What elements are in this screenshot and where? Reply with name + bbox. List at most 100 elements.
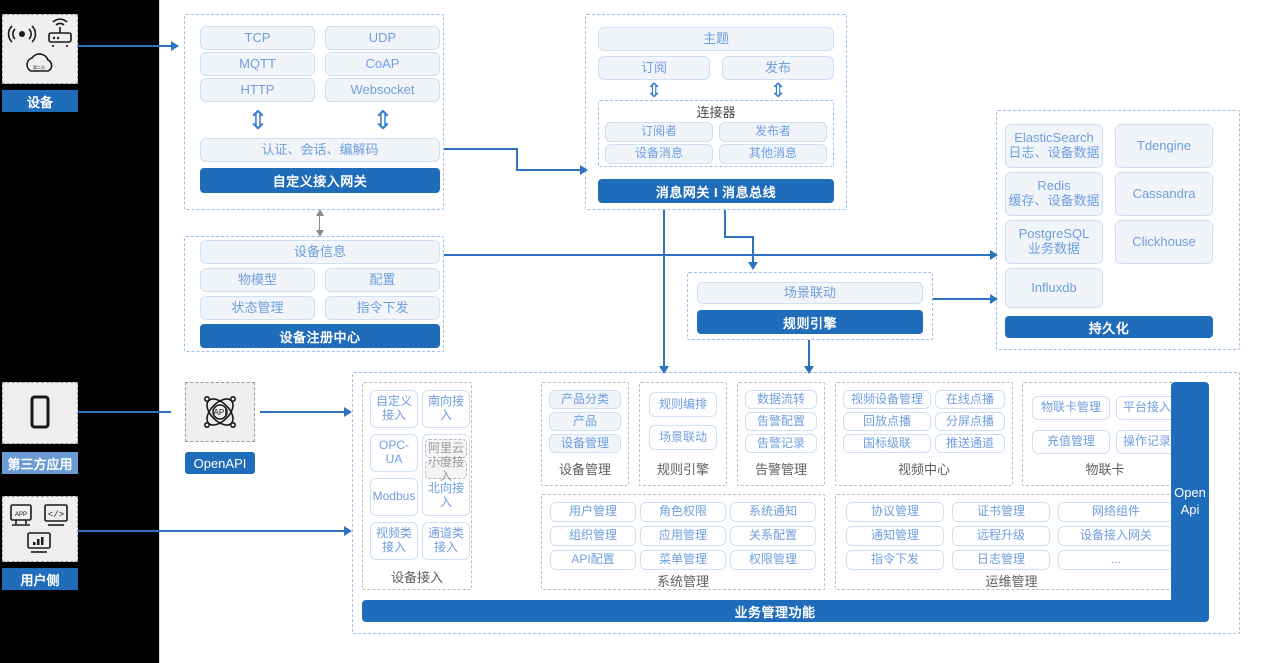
protocol-websocket[interactable]: Websocket — [325, 78, 440, 102]
item-menu-management[interactable]: 菜单管理 — [640, 550, 726, 570]
device-access-group — [362, 382, 472, 590]
scene-linkage-box[interactable]: 场景联动 — [697, 282, 923, 304]
store-influxdb[interactable]: Influxdb — [1005, 268, 1103, 308]
store-clickhouse[interactable]: Clickhouse — [1115, 220, 1213, 264]
connector-publisher[interactable]: 发布者 — [719, 122, 827, 142]
business-group — [352, 372, 1240, 634]
api-network-icon: API — [204, 396, 236, 428]
store-elasticsearch[interactable]: ElasticSearch 日志、设备数据 — [1005, 124, 1103, 168]
group-alarm-management — [737, 382, 825, 486]
access-modbus[interactable]: Modbus — [370, 478, 418, 516]
item-scene-linkage[interactable]: 场景联动 — [649, 425, 717, 450]
access-southbound[interactable]: 南向接入 — [422, 390, 470, 428]
item-system-notice[interactable]: 系统通知 — [730, 502, 816, 522]
publish-box[interactable]: 发布 — [722, 56, 834, 80]
connector-other-message[interactable]: 其他消息 — [719, 144, 827, 164]
device-info-box[interactable]: 设备信息 — [200, 240, 440, 264]
bus-to-rule-line-b — [724, 236, 754, 238]
access-aliyun[interactable]: 阿里云 — [425, 439, 467, 458]
caption-video-center: 视频中心 — [897, 461, 950, 477]
bus-arrow-sub-icon: ⇕ — [645, 80, 663, 102]
openapi-icon-panel: API — [185, 382, 255, 442]
config-box[interactable]: 配置 — [325, 268, 440, 292]
connector-device-message[interactable]: 设备消息 — [605, 144, 713, 164]
gateway-title-bar[interactable]: 自定义接入网关 — [200, 168, 440, 193]
item-protocol-management[interactable]: 协议管理 — [846, 502, 944, 522]
store-postgresql[interactable]: PostgreSQL 业务数据 — [1005, 220, 1103, 264]
subscribe-box[interactable]: 订阅 — [598, 56, 710, 80]
item-org-management[interactable]: 组织管理 — [550, 526, 636, 546]
item-gb-cascade[interactable]: 国标级联 — [843, 434, 931, 453]
item-device-access-gateway[interactable]: 设备接入网关 — [1058, 526, 1174, 546]
protocol-coap[interactable]: CoAP — [325, 52, 440, 76]
persistence-title-bar[interactable]: 持久化 — [1005, 316, 1213, 338]
business-title-bar[interactable]: 业务管理功能 — [362, 600, 1188, 622]
item-video-device-management[interactable]: 视频设备管理 — [843, 390, 931, 409]
item-recharge-management[interactable]: 充值管理 — [1032, 430, 1110, 454]
store-tdengine[interactable]: Tdengine — [1115, 124, 1213, 168]
caption-ops-management: 运维管理 — [985, 573, 1038, 589]
rule-engine-title-bar[interactable]: 规则引擎 — [697, 310, 923, 334]
item-platform-access[interactable]: 平台接入 — [1116, 396, 1178, 420]
item-role-permission[interactable]: 角色权限 — [640, 502, 726, 522]
item-permission-management[interactable]: 权限管理 — [730, 550, 816, 570]
item-split-screen[interactable]: 分屏点播 — [935, 412, 1005, 431]
thirdparty-to-access-line — [69, 411, 171, 413]
connector-subscriber[interactable]: 订阅者 — [605, 122, 713, 142]
item-remote-upgrade[interactable]: 远程升级 — [952, 526, 1050, 546]
store-cassandra[interactable]: Cassandra — [1115, 172, 1213, 216]
openapi-label: OpenAPI — [185, 452, 255, 474]
persistence-group — [996, 110, 1240, 350]
command-dispatch-box[interactable]: 指令下发 — [325, 296, 440, 320]
device-registry-group — [184, 236, 444, 352]
item-rule-orchestration[interactable]: 规则编排 — [649, 392, 717, 417]
protocol-http[interactable]: HTTP — [200, 78, 315, 102]
store-desc: 日志、设备数据 — [1008, 145, 1100, 160]
access-video[interactable]: 视频类接入 — [370, 522, 418, 560]
thirdparty-icon-panel — [2, 382, 78, 444]
item-network-component[interactable]: 网络组件 — [1058, 502, 1174, 522]
access-xiaodu[interactable]: 小度接入 — [425, 455, 467, 482]
item-data-flow[interactable]: 数据流转 — [745, 390, 817, 409]
gateway-to-bus-line-b — [516, 148, 518, 170]
message-bus-title-bar[interactable]: 消息网关 I 消息总线 — [598, 179, 834, 203]
group-rule-engine — [639, 382, 727, 486]
gateway-middle-layer[interactable]: 认证、会话、编解码 — [200, 138, 440, 162]
item-alarm-record[interactable]: 告警记录 — [745, 434, 817, 453]
item-alarm-config[interactable]: 告警配置 — [745, 412, 817, 431]
access-custom[interactable]: 自定义接入 — [370, 390, 418, 428]
protocol-mqtt[interactable]: MQTT — [200, 52, 315, 76]
item-product[interactable]: 产品 — [549, 412, 621, 431]
store-redis[interactable]: Redis 缓存、设备数据 — [1005, 172, 1103, 216]
access-opcua[interactable]: OPC-UA — [370, 434, 418, 472]
caption-alarm-management: 告警管理 — [754, 461, 807, 477]
item-log-management[interactable]: 日志管理 — [952, 550, 1050, 570]
item-product-category[interactable]: 产品分类 — [549, 390, 621, 409]
item-iot-card-management[interactable]: 物联卡管理 — [1032, 396, 1110, 420]
state-management-box[interactable]: 状态管理 — [200, 296, 315, 320]
device-registry-title-bar[interactable]: 设备注册中心 — [200, 324, 440, 348]
protocol-udp[interactable]: UDP — [325, 26, 440, 50]
device-icon-panel: 第二方 — [2, 14, 78, 84]
item-app-management[interactable]: 应用管理 — [640, 526, 726, 546]
thing-model-box[interactable]: 物模型 — [200, 268, 315, 292]
item-cert-management[interactable]: 证书管理 — [952, 502, 1050, 522]
item-user-management[interactable]: 用户管理 — [550, 502, 636, 522]
item-device-management[interactable]: 设备管理 — [549, 434, 621, 453]
item-api-config[interactable]: API配置 — [550, 550, 636, 570]
item-online-play[interactable]: 在线点播 — [935, 390, 1005, 409]
access-northbound[interactable]: 阿里云 小度接入 北向接入 — [422, 434, 470, 516]
item-command-dispatch[interactable]: 指令下发 — [846, 550, 944, 570]
item-operation-record[interactable]: 操作记录 — [1116, 430, 1178, 454]
access-channel[interactable]: 通道类接入 — [422, 522, 470, 560]
item-playback[interactable]: 回放点播 — [843, 412, 931, 431]
item-push-channel[interactable]: 推送通道 — [935, 434, 1005, 453]
openapi-to-access-arrow-icon — [344, 407, 352, 417]
topic-box[interactable]: 主题 — [598, 27, 834, 51]
open-api-vertical-bar[interactable]: Open Api — [1171, 382, 1209, 622]
item-notice-management[interactable]: 通知管理 — [846, 526, 944, 546]
item-more[interactable]: ... — [1058, 550, 1174, 570]
router-icon — [48, 18, 72, 47]
protocol-tcp[interactable]: TCP — [200, 26, 315, 50]
item-relation-config[interactable]: 关系配置 — [730, 526, 816, 546]
